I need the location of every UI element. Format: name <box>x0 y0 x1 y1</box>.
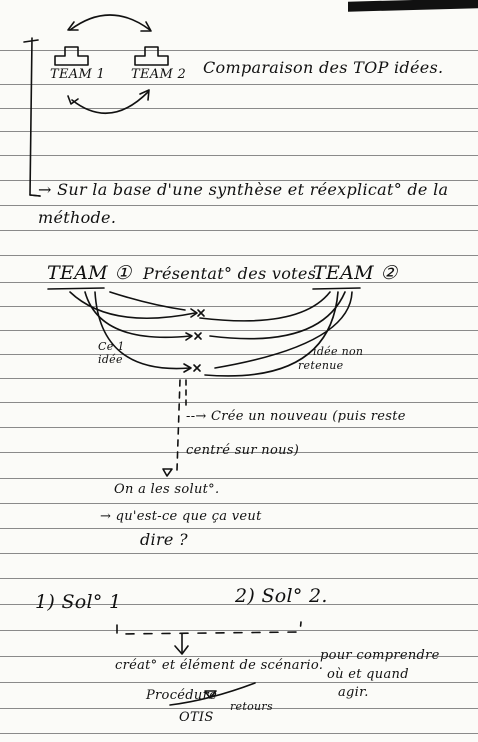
solution-2-label: 2) Sol° 2. <box>235 585 328 607</box>
left-note-line-1: Ce 1 <box>98 340 125 353</box>
solutions-line-1: On a les solut°. <box>114 482 219 497</box>
scenario-creation-text: créat° et élément de scénario. <box>115 658 323 673</box>
votes-presentation-text: Présentat° des votes. <box>143 264 322 283</box>
swap-arrow-bottom <box>72 92 148 113</box>
synthesis-line-2: méthode. <box>38 208 116 227</box>
team1-label: TEAM 1 <box>50 67 105 82</box>
understand-line-2: où et quand <box>327 667 409 682</box>
team1-heading: TEAM ① <box>47 262 132 284</box>
team2-heading: TEAM ② <box>313 262 398 284</box>
left-note-line-2: idée <box>98 353 123 366</box>
understand-line-3: agir. <box>338 685 369 700</box>
otis-label: OTIS <box>179 710 214 725</box>
understand-line-1: pour comprendre <box>320 648 440 663</box>
returns-label: retours <box>230 700 273 713</box>
left-bracket-line <box>24 38 40 196</box>
swap-arrow-top <box>70 15 150 30</box>
create-new-line-1: --→ Crée un nouveau (puis reste <box>186 409 406 424</box>
synthesis-line-1: → Sur la base d'une synthèse et réexplic… <box>38 180 448 199</box>
comparison-text: Comparaison des TOP idées. <box>203 58 443 77</box>
solutions-line-3: dire ? <box>140 530 188 549</box>
solutions-line-2: → qu'est-ce que ça veut <box>100 509 262 524</box>
procedure-label: Procédure <box>146 688 217 703</box>
solution-1-label: 1) Sol° 1 <box>35 591 121 613</box>
team2-box-icon <box>135 47 168 65</box>
team1-box-icon <box>55 47 88 65</box>
right-note-line-2: retenue <box>298 359 343 372</box>
create-new-line-2: centré sur nous) <box>186 443 299 458</box>
right-note-line-1: idée non <box>313 345 363 358</box>
team2-label: TEAM 2 <box>131 67 186 82</box>
